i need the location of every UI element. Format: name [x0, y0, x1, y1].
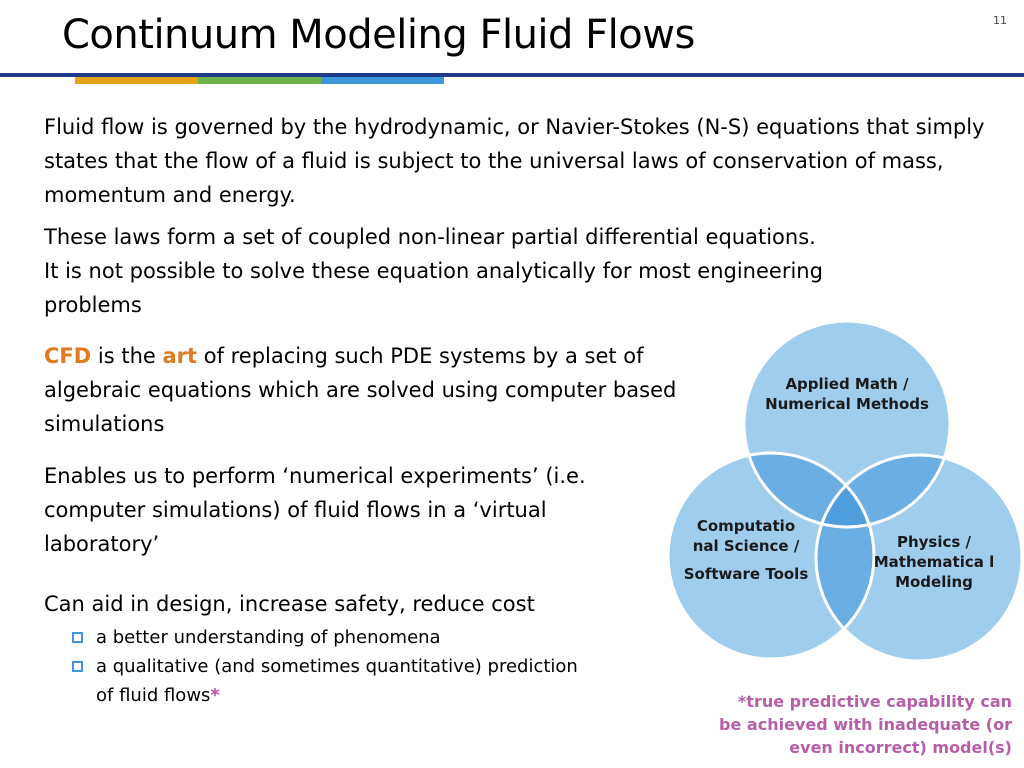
overlap-top-left — [744, 453, 874, 527]
art-highlight: art — [162, 344, 198, 368]
venn-outline-left — [666, 451, 876, 661]
venn-label-physics: Physics / Mathematica l Modeling — [873, 533, 995, 591]
list-item: a qualitative (and sometimes quantitativ… — [72, 652, 592, 710]
square-bullet-icon — [72, 632, 83, 643]
square-bullet-icon — [72, 661, 83, 672]
cfd-highlight: CFD — [44, 344, 92, 368]
accent-segment-blue — [321, 77, 444, 84]
cfd-text-a: is the — [91, 344, 163, 368]
bullet-list: a better understanding of phenomena a qu… — [72, 623, 592, 710]
venn-outline-right — [814, 453, 1024, 663]
venn-label-computational-science: Computatio nal Science / Software Tools — [682, 516, 810, 584]
paragraph-cfd-definition: CFD is the art of replacing such PDE sys… — [44, 339, 744, 441]
paragraph-design-aid: Can aid in design, increase safety, redu… — [44, 592, 535, 616]
paragraph-numerical-experiments: Enables us to perform ‘numerical experim… — [44, 464, 586, 556]
asterisk-marker: * — [210, 685, 220, 706]
cfd-text-b: of replacing such PDE systems by a set o… — [44, 344, 677, 436]
venn-circles — [666, 319, 1024, 663]
venn-diagram: Applied Math / Numerical Methods Computa… — [660, 318, 1024, 668]
venn-label-computational-a: Computatio nal Science / — [692, 517, 800, 555]
slide-number: 11 — [993, 14, 1007, 27]
bullet-text: a qualitative (and sometimes quantitativ… — [96, 656, 578, 706]
paragraph-navier-stokes: Fluid flow is governed by the hydrodynam… — [44, 115, 985, 207]
venn-label-computational-b: Software Tools — [683, 565, 809, 583]
overlap-top-right — [816, 455, 950, 527]
paragraph-coupled-equations: These laws form a set of coupled non-lin… — [44, 225, 823, 317]
venn-label-applied-math: Applied Math / Numerical Methods — [765, 375, 929, 413]
footnote: *true predictive capability can be achie… — [719, 692, 1012, 757]
title-rule — [0, 73, 1024, 77]
bullet-text: a better understanding of phenomena — [96, 627, 441, 648]
list-item: a better understanding of phenomena — [72, 623, 592, 652]
accent-segment-green — [198, 77, 321, 84]
accent-segment-orange — [75, 77, 198, 84]
page-title: Continuum Modeling Fluid Flows — [62, 12, 695, 58]
venn-outline-top — [742, 319, 952, 529]
